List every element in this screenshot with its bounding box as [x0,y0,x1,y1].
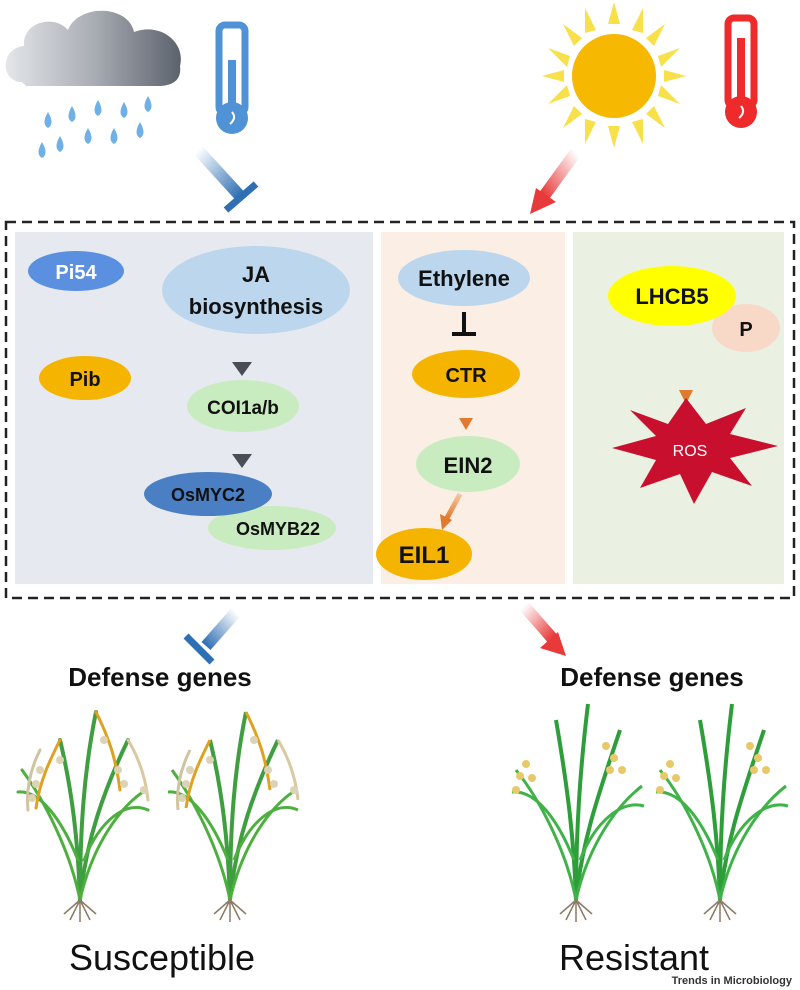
node-eil1: EIL1 [376,528,472,580]
arrowhead-ein2-to-eil1 [440,514,452,530]
node-p: P [712,304,780,352]
svg-text:OsMYC2: OsMYC2 [171,485,245,505]
svg-text:EIL1: EIL1 [399,542,450,569]
node-ja-biosynthesis: JA biosynthesis [162,246,350,334]
healthy-rice-plant-icon [511,703,789,922]
node-pib: Pib [39,356,131,400]
cold-inhibition-arrow [193,145,259,213]
hot-thermometer-icon [724,14,758,128]
node-ethylene: Ethylene [398,250,530,306]
svg-text:COI1a/b: COI1a/b [207,398,279,419]
svg-text:LHCB5: LHCB5 [635,284,708,309]
svg-text:JA: JA [242,262,270,287]
svg-text:Pib: Pib [69,369,100,391]
node-ein2: EIN2 [416,436,520,492]
node-coi1ab: COI1a/b [187,380,299,432]
arrowhead-ja-to-coi [232,362,252,376]
left-inhibition-arrow [183,608,241,665]
node-osmyc2: OsMYC2 [144,472,272,516]
node-osmyb22: OsMYB22 [208,506,336,550]
svg-text:ROS: ROS [673,443,708,460]
sun-icon [542,2,686,148]
svg-text:Ethylene: Ethylene [418,266,510,291]
svg-text:P: P [739,319,752,341]
cold-thermometer-icon [215,21,249,134]
inhibit-ethylene-ctr [452,312,476,336]
label-resistant: Resistant [559,937,709,978]
node-lhcb5: LHCB5 [608,266,736,326]
right-activation-arrow [519,602,566,656]
svg-text:CTR: CTR [445,365,487,387]
diseased-rice-plant-icon [16,710,300,922]
arrowhead-coi-to-osmyc2 [232,454,252,468]
left-defense-genes: Defense genes [68,662,252,692]
dashed-frame [4,220,796,600]
svg-text:Pi54: Pi54 [55,262,97,284]
node-pi54: Pi54 [28,251,124,291]
node-ctr: CTR [412,350,520,398]
svg-text:EIN2: EIN2 [444,453,493,478]
rain-cloud-icon [5,10,181,158]
svg-text:OsMYB22: OsMYB22 [236,519,320,539]
label-susceptible: Susceptible [69,937,255,978]
journal-credit: Trends in Microbiology [672,975,793,987]
arrowhead-lhcb5-to-ros [679,390,693,404]
arrow-ein2-to-eil1 [444,492,463,520]
heat-activation-arrow [530,148,581,214]
ros-burst-icon: ROS [612,398,778,504]
svg-text:biosynthesis: biosynthesis [189,294,323,319]
arrowhead-ctr-to-ein2 [459,418,473,430]
right-defense-genes: Defense genes [560,662,744,692]
